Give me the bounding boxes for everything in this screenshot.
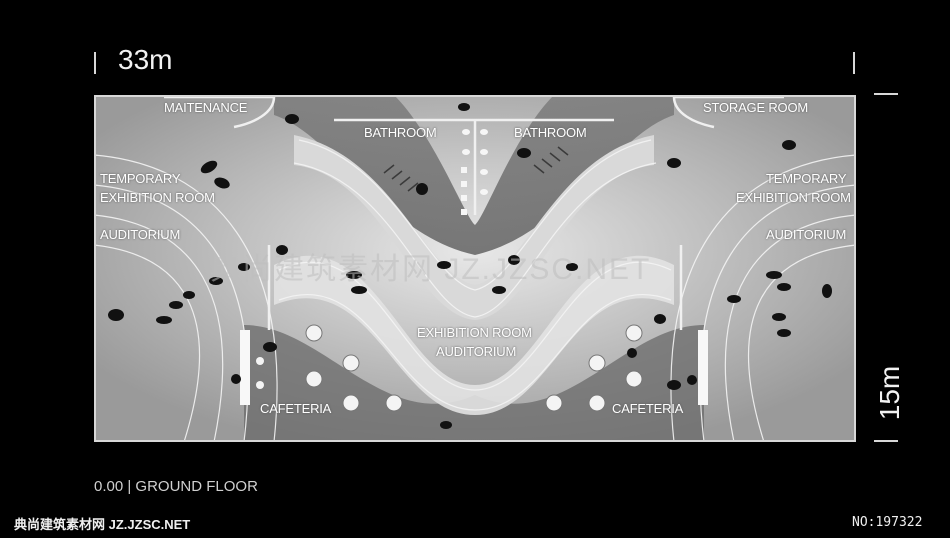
room-label-temp-left-line1: TEMPORARY <box>100 171 181 186</box>
floor-level-label: 0.00 | GROUND FLOOR <box>94 478 258 495</box>
room-label-center-exhibition: EXHIBITION ROOM <box>417 325 532 340</box>
room-label-temp-left-line2: EXHIBITION ROOM <box>100 190 215 205</box>
height-dimension-label: 15m <box>874 365 905 421</box>
dimension-tick-top <box>874 93 898 95</box>
room-label-bathroom-left: BATHROOM <box>364 125 437 140</box>
room-label-auditorium-left: AUDITORIUM <box>100 227 181 242</box>
room-label-center-auditorium: AUDITORIUM <box>436 344 517 359</box>
room-label-bathroom-right: BATHROOM <box>514 125 587 140</box>
room-label-auditorium-right: AUDITORIUM <box>766 227 847 242</box>
room-label-maintenance: MAITENANCE <box>164 100 248 115</box>
width-dimension-label: 33m <box>118 44 173 75</box>
room-label-storage: STORAGE ROOM <box>703 100 808 115</box>
room-label-temp-right-line2: EXHIBITION ROOM <box>736 190 851 205</box>
room-label-cafeteria-right: CAFETERIA <box>612 401 684 416</box>
floor-plan: MAITENANCE STORAGE ROOM BATHROOM BATHROO… <box>94 95 856 442</box>
height-dimension: 15m <box>868 355 908 435</box>
dimension-tick-left <box>94 52 96 74</box>
watermark-center: 典尚建筑素材网 JZ.JZSC.NET <box>210 253 652 286</box>
dimension-tick-bottom <box>874 440 898 442</box>
watermark-number: NO:197322 <box>852 515 923 530</box>
dimension-tick-right <box>853 52 855 74</box>
floor-plan-drawing <box>94 95 856 442</box>
room-label-cafeteria-left: CAFETERIA <box>260 401 332 416</box>
watermark-footer: 典尚建筑素材网 JZ.JZSC.NET <box>14 517 191 532</box>
room-label-temp-right-line1: TEMPORARY <box>766 171 847 186</box>
